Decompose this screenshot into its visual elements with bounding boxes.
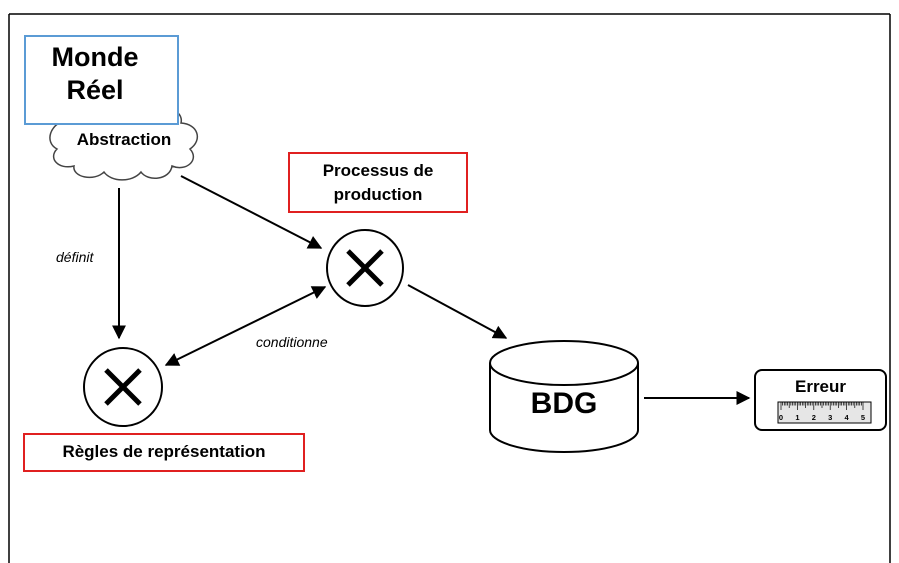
edge-label-definit: définit: [56, 249, 94, 265]
monde-reel-box: [24, 35, 179, 125]
ruler-tick-label: 0: [779, 413, 783, 422]
processus-node: [326, 229, 404, 307]
bdg-label: BDG: [530, 387, 598, 420]
regles-node: [83, 347, 163, 427]
processus-label: Processus de production: [322, 161, 434, 204]
abstraction-label: Abstraction: [76, 130, 172, 149]
regles-label: Règles de représentation: [62, 442, 266, 461]
monde-reel-label: Monde Réel: [51, 42, 139, 105]
ruler-tick-label: 2: [812, 413, 816, 422]
ruler-tick-label: 1: [795, 413, 799, 422]
ruler-tick-label: 5: [861, 413, 865, 422]
edge-label-conditionne: conditionne: [256, 334, 328, 350]
processus-box: [288, 152, 468, 213]
edge-conditionne: [164, 286, 327, 366]
erreur-label: Erreur: [794, 377, 847, 396]
edge-abstraction-processus: [180, 175, 323, 249]
bdg-database-icon: [489, 340, 639, 453]
edge-processus-bdg: [407, 284, 508, 339]
ruler-tick-label: 3: [828, 413, 832, 422]
ruler-tick-labels: 0 1 2 3 4 5: [779, 413, 865, 422]
ruler-tick-marks: [780, 402, 864, 410]
ruler-icon: 0 1 2 3 4 5: [777, 401, 872, 424]
regles-box: [23, 433, 305, 472]
ruler-tick-label: 4: [845, 413, 850, 422]
